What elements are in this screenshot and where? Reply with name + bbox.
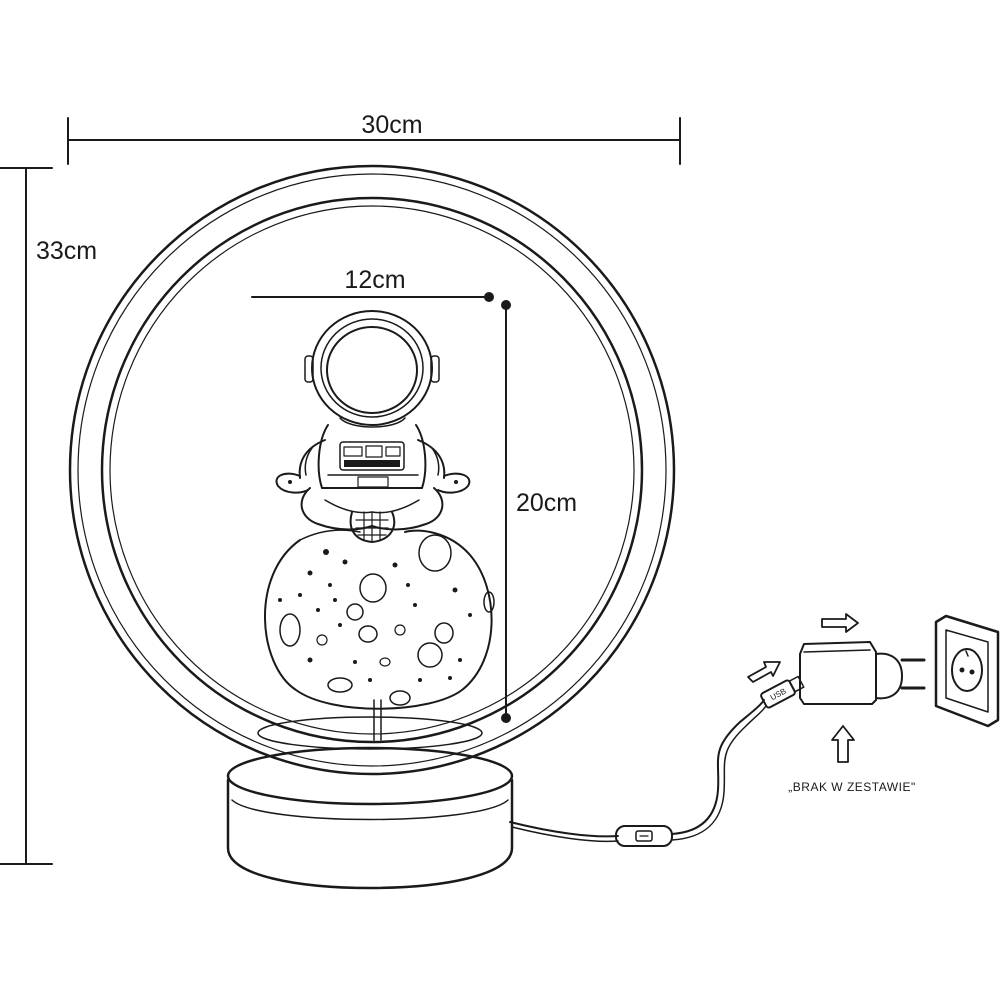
figure-height-label: 20cm	[516, 489, 577, 517]
moon-illustration	[264, 529, 495, 710]
figure-width-dimension: 12cm	[251, 266, 494, 302]
power-cable	[509, 699, 767, 843]
not-included-note: „BRAK W ZESTAWIE"	[788, 780, 915, 794]
lamp-base	[226, 699, 514, 890]
arrow-adapter-to-socket	[821, 613, 859, 633]
arrow-up-not-included	[831, 725, 855, 763]
astronaut-illustration	[275, 310, 471, 543]
usb-plug: USB	[760, 675, 805, 709]
inline-switch	[615, 825, 673, 847]
figure-width-label: 12cm	[344, 266, 405, 294]
height-label: 33cm	[36, 237, 97, 265]
width-dimension: 30cm	[67, 111, 681, 165]
width-label: 30cm	[361, 111, 422, 139]
figure-height-dimension: 20cm	[501, 300, 577, 723]
lamp-ring	[68, 164, 676, 776]
arrow-usb-to-adapter	[747, 661, 781, 683]
height-dimension: 33cm	[0, 167, 97, 865]
power-adapter	[799, 641, 926, 705]
wall-socket	[934, 614, 1000, 728]
